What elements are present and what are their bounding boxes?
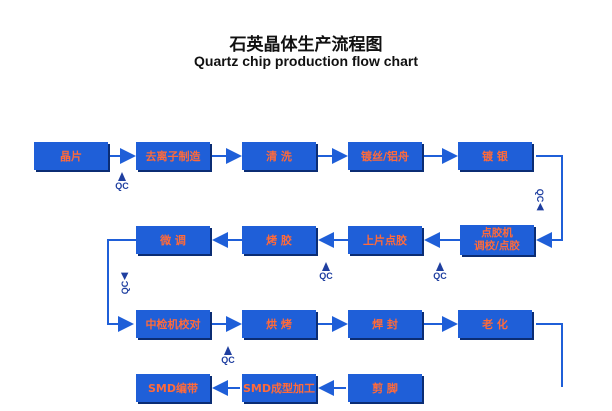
title-chinese: 石英晶体生产流程图 [229, 35, 383, 55]
qc-arrow-icon: ◀ [119, 272, 130, 280]
step-adjust-label: 调校/点胶 [474, 240, 520, 252]
qc-arrow-icon [224, 346, 232, 355]
step-wafer: 晶片 [34, 142, 108, 170]
qc-label: QC [221, 355, 235, 365]
step-silver-plating: 镀 银 [458, 142, 532, 170]
step-sealing: 焊 封 [348, 310, 422, 338]
qc-arrow-icon [322, 262, 330, 271]
qc-label: QC [115, 181, 129, 191]
step-wire-boat: 镀丝/铝舟 [348, 142, 422, 170]
step-deionization: 去离子制造 [136, 142, 210, 170]
arrow-s13-s14 [536, 323, 563, 387]
qc-marker-5: QC ◀ [535, 188, 547, 211]
qc-marker-6: QC ◀ [119, 273, 130, 294]
step-aging: 老 化 [458, 310, 532, 338]
qc-label: QC [433, 271, 447, 281]
step-dispenser-adjust: 点胶机 调校/点胶 [460, 225, 534, 255]
step-smd-forming: SMD成型加工 [242, 374, 316, 402]
qc-marker-4: QC [218, 346, 238, 365]
qc-marker-3: QC [430, 262, 450, 281]
step-smd-taping: SMD编带 [136, 374, 210, 402]
step-lead-cutting: 剪 脚 [348, 374, 422, 402]
step-cleaning: 清 洗 [242, 142, 316, 170]
title-english: Quartz chip production flow chart [194, 53, 418, 69]
step-mid-inspection: 中检机校对 [136, 310, 210, 338]
qc-label: QC [319, 271, 333, 281]
qc-arrow-icon [118, 172, 126, 181]
step-mounting: 上片点胶 [348, 226, 422, 254]
arrow-s9-s10 [107, 239, 136, 332]
qc-marker-2: QC [316, 262, 336, 281]
qc-arrow-icon [436, 262, 444, 271]
step-dispenser-label: 点胶机 [481, 227, 513, 239]
step-glue-baking: 烤 胶 [242, 226, 316, 254]
step-baking: 烘 烤 [242, 310, 316, 338]
qc-label: QC [119, 280, 130, 295]
arrow-s5-s6 [536, 155, 563, 248]
qc-arrow-icon: ◀ [536, 203, 547, 211]
step-fine-tuning: 微 调 [136, 226, 210, 254]
qc-label: QC [535, 188, 546, 203]
qc-marker-1: QC [112, 172, 132, 191]
